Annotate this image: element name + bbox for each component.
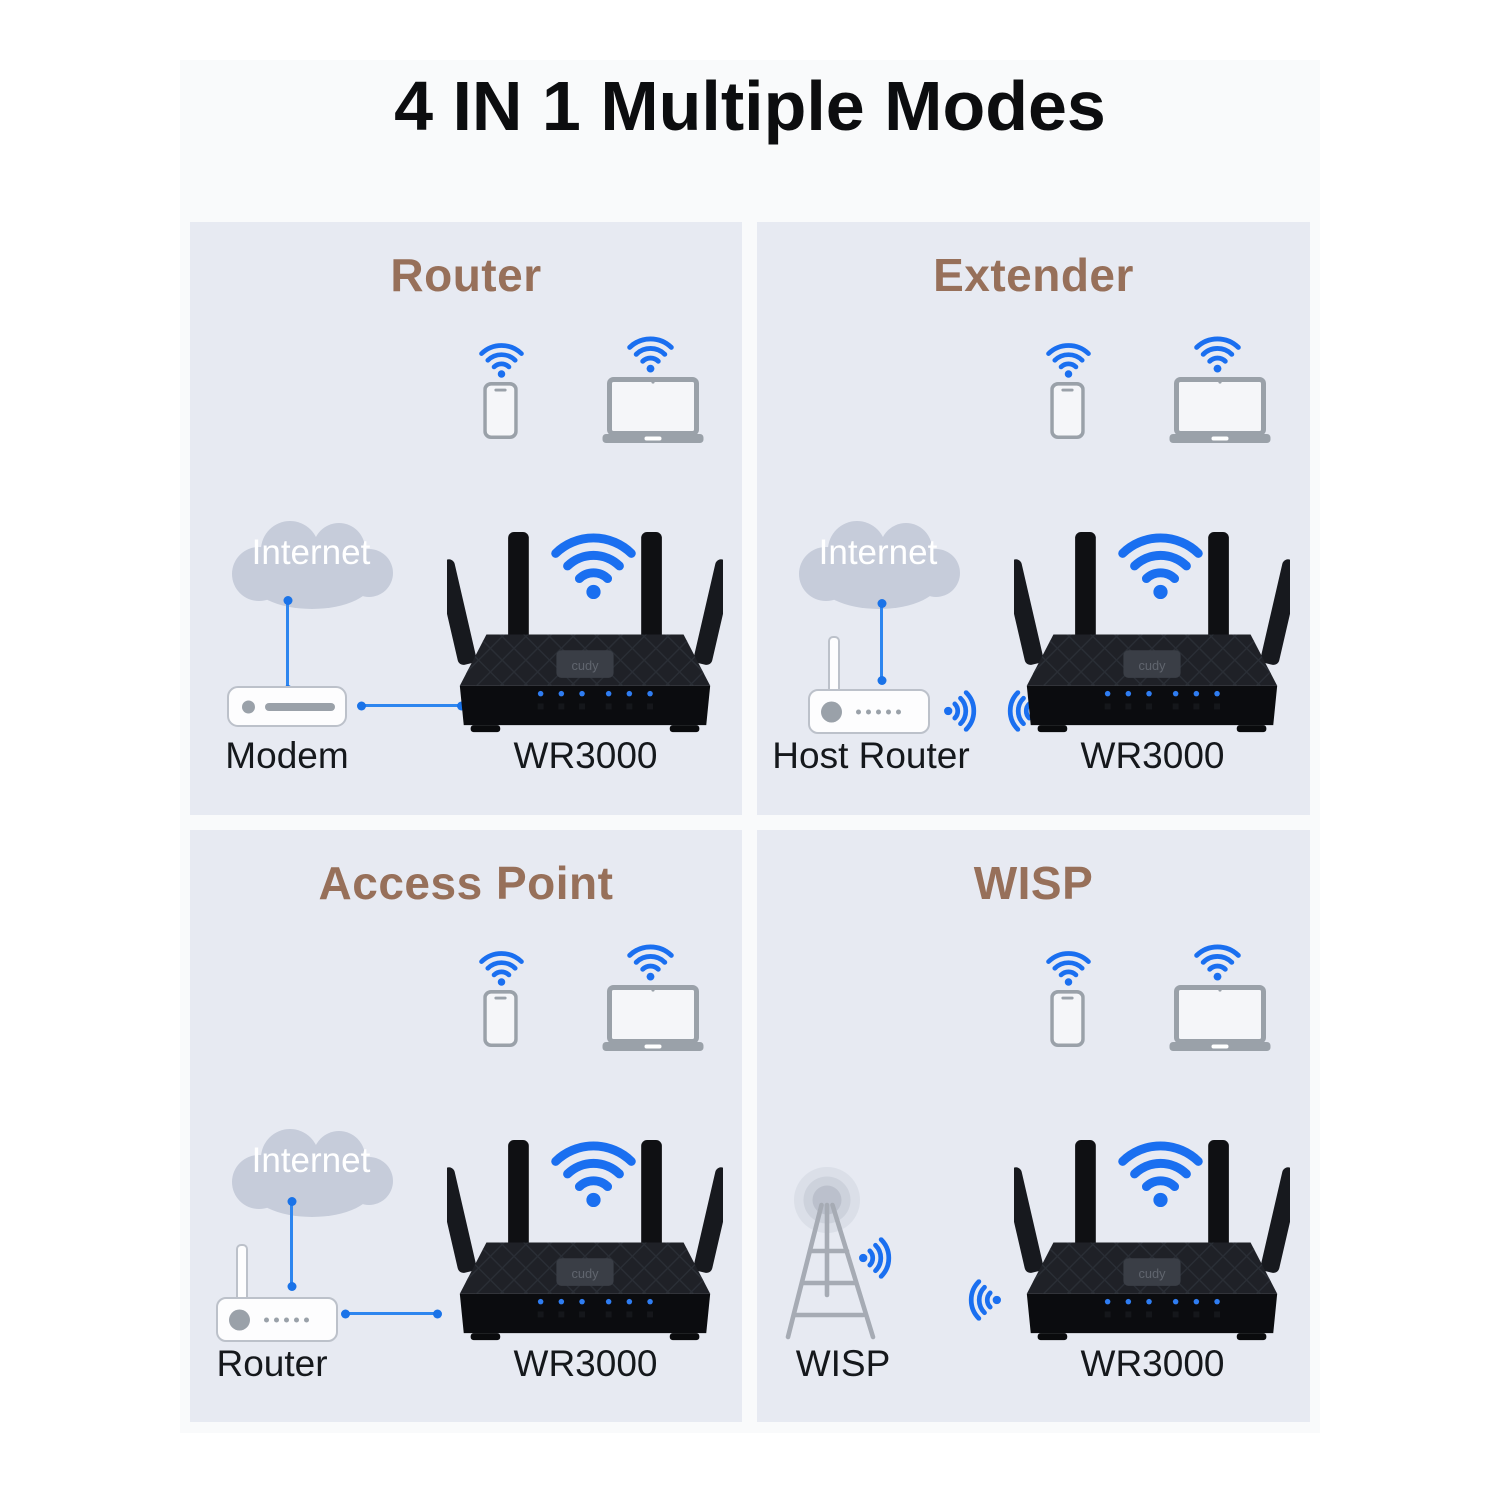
- modem-led: [242, 700, 255, 713]
- source-device-label: Router: [216, 1343, 328, 1384]
- wr3000-label: WR3000: [1080, 735, 1225, 776]
- internet-cloud: Internet: [223, 1125, 399, 1221]
- wireless-signal-out-icon: [943, 690, 977, 732]
- internet-cloud-label: Internet: [251, 1141, 371, 1180]
- internet-cloud: Internet: [790, 517, 966, 613]
- laptop-icon: [1169, 985, 1271, 1051]
- phone-icon: [1050, 990, 1085, 1047]
- wr3000-label: WR3000: [513, 1343, 658, 1384]
- content-area: 4 IN 1 Multiple Modes Router Internet: [180, 60, 1320, 1433]
- source-device-label: WISP: [795, 1343, 891, 1384]
- panel-title: Extender: [933, 249, 1134, 301]
- phone-icon: [483, 382, 518, 439]
- wr3000-router-image: [447, 1134, 723, 1351]
- laptop-icon: [1169, 377, 1271, 443]
- wr3000-label: WR3000: [513, 735, 658, 776]
- wifi-icon: [1193, 332, 1242, 375]
- panel-title: Access Point: [318, 857, 614, 909]
- router-led: [821, 701, 842, 722]
- phone-icon: [1050, 382, 1085, 439]
- wireless-signal-in-icon: [968, 1279, 1002, 1321]
- internet-cloud: Internet: [223, 517, 399, 613]
- wifi-icon: [478, 947, 525, 988]
- laptop-icon: [602, 985, 704, 1051]
- connector-line-vertical: [290, 1201, 293, 1287]
- panel-title: Router: [390, 249, 542, 301]
- router-body: [216, 1297, 338, 1342]
- page-title: 4 IN 1 Multiple Modes: [394, 67, 1106, 145]
- wifi-icon: [1193, 940, 1242, 983]
- internet-cloud-label: Internet: [818, 533, 938, 572]
- router-antenna: [236, 1244, 248, 1304]
- panel-router: Router Internet Modem WR3000: [190, 222, 742, 815]
- router-antenna: [828, 636, 840, 696]
- connector-line-horizontal: [361, 704, 462, 707]
- router-body: [808, 689, 930, 734]
- router-led: [229, 1309, 250, 1330]
- connector-line-horizontal: [345, 1312, 438, 1315]
- wifi-icon: [478, 339, 525, 380]
- wireless-signal-out-icon: [858, 1237, 892, 1279]
- connector-line-vertical: [286, 600, 289, 690]
- wifi-icon: [1045, 339, 1092, 380]
- source-device-label: Host Router: [772, 735, 970, 776]
- panel-wisp: WISP WISP WR3000: [757, 830, 1310, 1422]
- wr3000-router-image: [1014, 526, 1290, 743]
- wifi-icon: [1045, 947, 1092, 988]
- host-router-icon: [808, 634, 932, 734]
- panel-access-point: Access Point Internet: [190, 830, 742, 1422]
- panel-extender: Extender Internet: [757, 222, 1310, 815]
- wr3000-router-image: [447, 526, 723, 743]
- laptop-icon: [602, 377, 704, 443]
- mode-grid: Router Internet Modem WR3000: [190, 222, 1310, 1422]
- modem-icon: [227, 686, 347, 727]
- panel-title: WISP: [973, 857, 1094, 909]
- router-icon: [216, 1242, 340, 1342]
- router-vents: [856, 709, 901, 714]
- source-device-label: Modem: [225, 735, 349, 776]
- wifi-icon: [626, 332, 675, 375]
- router-vents: [264, 1317, 309, 1322]
- wr3000-router-image: [1014, 1134, 1290, 1351]
- connector-line-vertical: [880, 603, 883, 681]
- wr3000-label: WR3000: [1080, 1343, 1225, 1384]
- wifi-icon: [626, 940, 675, 983]
- phone-icon: [483, 990, 518, 1047]
- modem-slot: [265, 702, 335, 711]
- internet-cloud-label: Internet: [251, 533, 371, 572]
